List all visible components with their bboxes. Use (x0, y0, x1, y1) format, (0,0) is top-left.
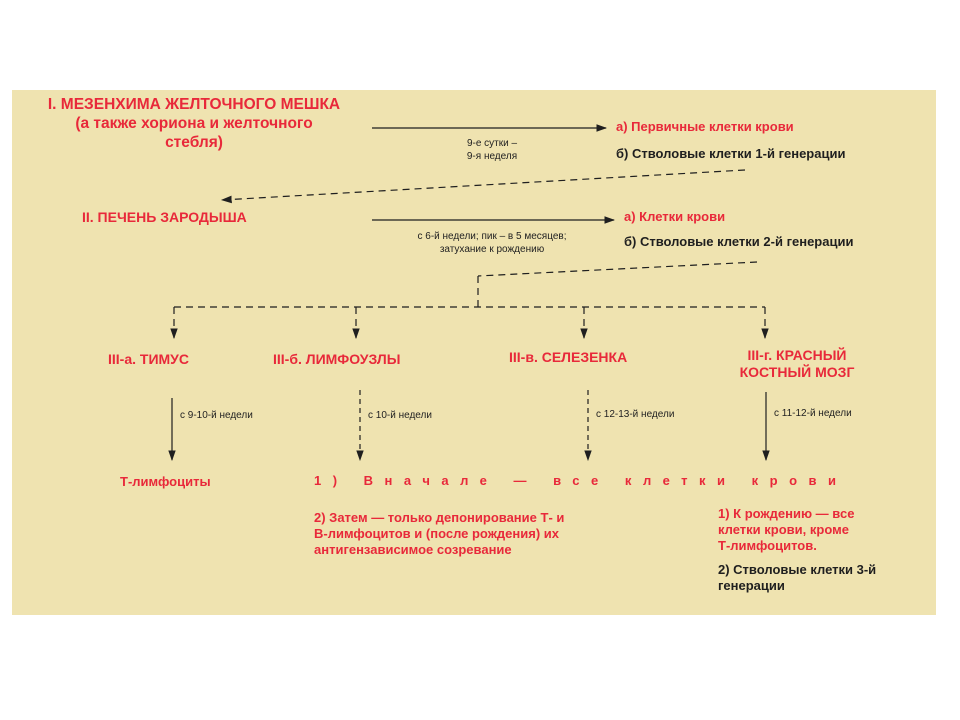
stage1-arrow-label-2: 9-я неделя (466, 150, 518, 162)
stage2-output-b: б) Стволовые клетки 2-й генерации (624, 234, 854, 249)
diagram-panel (12, 90, 936, 615)
shared-result-2: 2) Затем — только депонирование Т- и В-л… (314, 510, 564, 558)
stage3d-title-1: III-г. КРАСНЫЙ (747, 347, 847, 363)
stage3b-arrow-label: с 10-й недели (368, 410, 432, 421)
marrow-result-1-line-1: 1) К рождению — все (718, 506, 855, 521)
marrow-result-2: 2) Стволовые клетки 3-й генерации (718, 562, 876, 594)
stage3b-title: III-б. ЛИМФОУЗЛЫ (273, 351, 401, 367)
marrow-result-1-line-2: клетки крови, кроме (718, 521, 849, 537)
stage3d-arrow-label: с 11-12-й недели (774, 408, 852, 419)
stage1-subtitle-2: стебля) (165, 133, 223, 151)
stage2-output-a: а) Клетки крови (624, 209, 726, 224)
stage3a-arrow-label: с 9-10-й недели (180, 410, 253, 421)
marrow-result-1-line-3: Т-лимфоцитов. (718, 537, 817, 553)
thymus-result: Т-лимфоциты (120, 474, 211, 489)
stage3c-title: III-в. СЕЛЕЗЕНКА (509, 349, 628, 365)
stage2-title: II. ПЕЧЕНЬ ЗАРОДЫША (82, 209, 247, 225)
stage3a-title: III-а. ТИМУС (108, 351, 189, 367)
marrow-result-2-line-2: генерации (718, 577, 785, 593)
shared-result-2-line-3: антигензависимое созревание (314, 541, 512, 557)
stage3c-arrow-label: с 12-13-й недели (596, 409, 675, 420)
arrow-to-liver (220, 169, 746, 204)
shared-result-1: 1) Вначале — все клетки крови (314, 473, 848, 488)
stage1-subtitle-1: (а также хориона и желточного (75, 114, 313, 132)
marrow-result-1: 1) К рождению — все клетки крови, кроме … (718, 506, 854, 554)
stage3d-title-2: КОСТНЫЙ МОЗГ (739, 364, 855, 381)
stage2-arrow-label: с 6-й недели; пик – в 5 месяцев; затухан… (376, 231, 608, 256)
shared-result-2-line-1: 2) Затем — только депонирование Т- и (314, 510, 565, 525)
stage1-arrow-label: 9-е сутки – 9-я неделя (412, 138, 572, 163)
stage1-output-b: б) Стволовые клетки 1-й генерации (616, 146, 846, 161)
stage2-arrow-label-2: затухание к рождению (439, 243, 545, 255)
stage3d-title: III-г. КРАСНЫЙ КОСТНЫЙ МОЗГ (722, 347, 872, 381)
stage2-arrow-label-1: с 6-й недели; пик – в 5 месяцев; (417, 231, 567, 242)
stage1-arrow-label-1: 9-е сутки – (466, 138, 518, 149)
distribution-tree (170, 261, 769, 340)
stage1-node: I. МЕЗЕНХИМА ЖЕЛТОЧНОГО МЕШКА (а также х… (14, 96, 374, 153)
shared-result-2-line-2: В-лимфоцитов и (после рождения) их (314, 525, 559, 541)
marrow-result-2-line-1: 2) Стволовые клетки 3-й (718, 562, 877, 577)
stage1-title: I. МЕЗЕНХИМА ЖЕЛТОЧНОГО МЕШКА (47, 96, 341, 113)
stage1-output-a: а) Первичные клетки крови (616, 119, 794, 134)
